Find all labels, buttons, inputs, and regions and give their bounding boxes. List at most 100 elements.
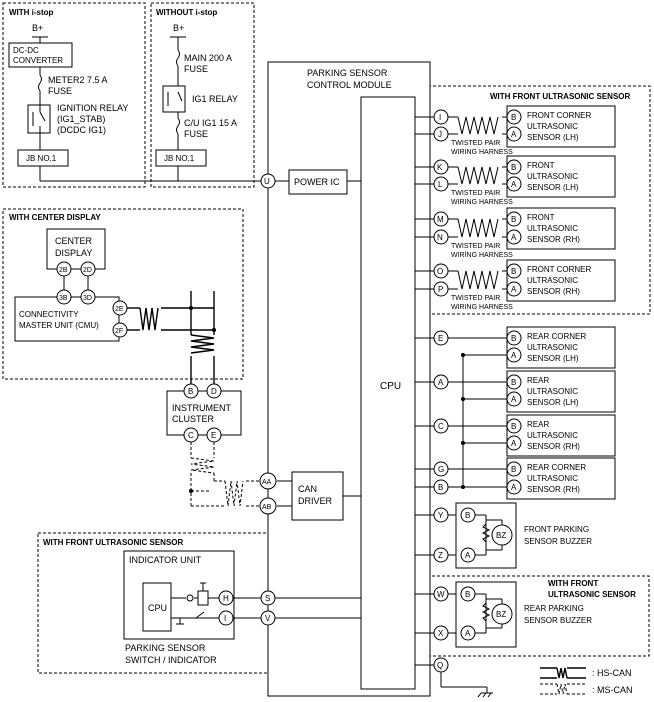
module-title-l2: CONTROL MODULE xyxy=(307,80,392,90)
meter2-fuse-l2: FUSE xyxy=(48,86,72,96)
svg-text:SENSOR (RH): SENSOR (RH) xyxy=(527,287,580,296)
without-istop-label: WITHOUT i-stop xyxy=(156,8,217,17)
indicator-led-icon xyxy=(186,594,194,602)
dcdc-converter xyxy=(8,42,73,68)
svg-text:REAR PARKING: REAR PARKING xyxy=(524,604,584,613)
rear-corner-sensor-lh-circuit: E xyxy=(415,330,507,357)
indicator-title: INDICATOR UNIT xyxy=(129,555,202,565)
pin-3b xyxy=(56,289,72,305)
svg-text:AB: AB xyxy=(262,504,272,511)
cluster-l1: INSTRUMENT xyxy=(172,403,231,413)
ground-circuit: Q xyxy=(415,657,493,698)
meter2-fuse-icon xyxy=(38,74,42,92)
cluster-pin-d-label: D xyxy=(211,387,217,396)
front-corner-sensor-rh-circuit: O P TWISTED PAIR WIRING HARNESS xyxy=(415,263,513,311)
jb-no1-left xyxy=(17,149,69,167)
indicator-sw-l1: PARKING SENSOR xyxy=(125,643,206,653)
hs-can-twist-cmu xyxy=(139,307,159,331)
svg-text:B: B xyxy=(511,422,516,431)
svg-text:FRONT: FRONT xyxy=(527,213,555,222)
cpu-block xyxy=(360,96,416,690)
svg-text:FRONT CORNER: FRONT CORNER xyxy=(527,265,592,274)
svg-text:G: G xyxy=(438,465,444,474)
svg-text:I: I xyxy=(439,113,441,122)
svg-text:Z: Z xyxy=(438,551,443,560)
bplus-left: B+ xyxy=(32,23,43,33)
sensor-rear-corner-lh: B A REAR CORNER ULTRASONIC SENSOR (LH) xyxy=(506,326,616,369)
cu-fuse-l1: C/U IG1 15 A xyxy=(184,118,237,128)
svg-text:ULTRASONIC: ULTRASONIC xyxy=(527,343,578,352)
pin-2b xyxy=(56,261,72,277)
hs-can-twist-cluster xyxy=(190,334,215,354)
pin-2b-label: 2B xyxy=(59,267,68,274)
cluster-l2: CLUSTER xyxy=(172,414,215,424)
svg-text:SENSOR (LH): SENSOR (LH) xyxy=(527,183,579,192)
rear-buzzer-region-l1: WITH FRONT xyxy=(548,579,598,588)
svg-text:B: B xyxy=(511,163,516,172)
with-istop-frame xyxy=(2,2,146,188)
dcdc-l1: DC-DC xyxy=(13,46,39,55)
svg-text:REAR CORNER: REAR CORNER xyxy=(527,463,586,472)
svg-text:BZ: BZ xyxy=(496,531,506,540)
jb-no1-right xyxy=(155,149,207,167)
svg-text:WIRING HARNESS: WIRING HARNESS xyxy=(451,199,513,206)
svg-text:WIRING HARNESS: WIRING HARNESS xyxy=(451,149,513,156)
ignition-relay-icon xyxy=(27,104,51,134)
cu-fuse-l2: FUSE xyxy=(184,129,208,139)
front-sensor-rh-circuit: M N TWISTED PAIR WIRING HARNESS xyxy=(415,211,513,259)
svg-text:B: B xyxy=(465,511,470,520)
legend-ms-can: : MS-CAN xyxy=(540,683,633,695)
ign-relay-l1: IGNITION RELAY xyxy=(57,103,128,113)
front-buzzer-circuit: Y Z xyxy=(415,507,463,563)
svg-text:REAR: REAR xyxy=(527,376,549,385)
svg-text:FRONT: FRONT xyxy=(527,161,555,170)
svg-text:B: B xyxy=(511,215,516,224)
svg-text:TWISTED PAIR: TWISTED PAIR xyxy=(451,295,500,302)
svg-text:E: E xyxy=(438,334,443,343)
svg-text:ULTRASONIC: ULTRASONIC xyxy=(527,387,578,396)
svg-text:B: B xyxy=(438,483,443,492)
indicator-sw-l2: SWITCH / INDICATOR xyxy=(125,655,217,665)
svg-text:SENSOR (RH): SENSOR (RH) xyxy=(527,442,580,451)
cpu-label: CPU xyxy=(380,381,401,392)
ign-relay-l3: (DCDC IG1) xyxy=(57,125,106,135)
svg-text:TWISTED PAIR: TWISTED PAIR xyxy=(451,243,500,250)
svg-text:A: A xyxy=(511,395,517,404)
svg-text:Y: Y xyxy=(438,511,444,520)
pin-2d xyxy=(80,261,96,277)
jb-right-label: JB NO.1 xyxy=(164,154,195,163)
module-pin-aa: AA xyxy=(259,472,277,490)
rear-sensor-rh-circuit: C xyxy=(415,418,507,445)
svg-text:U: U xyxy=(264,177,270,186)
rear-sensor-lh-circuit: A xyxy=(415,374,507,401)
cluster-pin-b-label: B xyxy=(188,387,193,396)
rear-buzzer-circuit: W X xyxy=(415,586,463,641)
module-pin-v: V xyxy=(260,610,276,626)
svg-text:ULTRASONIC: ULTRASONIC xyxy=(527,122,578,131)
svg-text:N: N xyxy=(437,233,443,242)
svg-text:B: B xyxy=(511,465,516,474)
cu-fuse-icon xyxy=(176,117,180,135)
pin-3d-label: 3D xyxy=(83,295,92,302)
connectivity-master-unit xyxy=(14,296,120,342)
power-ic-block xyxy=(288,169,348,195)
jb-left-label: JB NO.1 xyxy=(26,154,57,163)
svg-text:A: A xyxy=(511,285,517,294)
svg-text:ULTRASONIC: ULTRASONIC xyxy=(527,474,578,483)
svg-text:TWISTED PAIR: TWISTED PAIR xyxy=(451,190,500,197)
sensor-rear-lh: B A REAR ULTRASONIC SENSOR (LH) xyxy=(506,370,616,413)
module-pin-s: S xyxy=(260,590,276,606)
svg-text:Q: Q xyxy=(437,661,443,670)
svg-text:V: V xyxy=(265,614,271,623)
svg-text:ULTRASONIC: ULTRASONIC xyxy=(527,276,578,285)
indicator-switch-icon xyxy=(195,611,205,619)
svg-text:SENSOR (RH): SENSOR (RH) xyxy=(527,485,580,494)
svg-text:ULTRASONIC: ULTRASONIC xyxy=(527,172,578,181)
ms-can-twist-module xyxy=(224,480,244,507)
svg-text:A: A xyxy=(438,378,444,387)
svg-text:FRONT PARKING: FRONT PARKING xyxy=(524,525,589,534)
svg-text:B: B xyxy=(511,334,516,343)
rear-parking-buzzer: B A BZ REAR PARKING SENSOR BUZZER xyxy=(455,581,592,648)
front-sensor-label-bottom: WITH FRONT ULTRASONIC SENSOR xyxy=(43,538,184,547)
svg-text:J: J xyxy=(438,130,442,139)
